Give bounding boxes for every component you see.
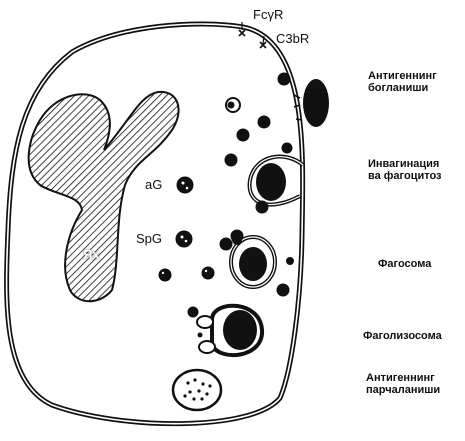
stage-invagination-line2: ва фагоцитоз [368, 170, 442, 182]
invagination-phagocytosis [250, 157, 303, 205]
fc-receptor-label: FcγR [253, 8, 283, 23]
stage-antigen-degradation-line1: Антигеннинг [366, 372, 440, 384]
spg-granule-label: SpG [136, 232, 162, 247]
nucleus-label: Ях [83, 248, 100, 263]
fc-receptor-mark [239, 30, 245, 36]
stage-phagolysosome: Фаголизосома [363, 330, 442, 342]
c3b-receptor-label: C3bR [276, 32, 309, 47]
antigen-degradation [173, 370, 221, 410]
stage-phagosome: Фагосома [378, 258, 431, 270]
stage-antigen-degradation: Антигеннинг парчаланиши [366, 372, 440, 397]
cell-membrane [7, 24, 303, 424]
phagosome [231, 235, 294, 287]
granule-highlights [162, 182, 207, 275]
stage-invagination: Инвагинация ва фагоцитоз [368, 158, 442, 183]
stage-invagination-line1: Инвагинация [368, 158, 442, 170]
stage-phagolysosome-line1: Фаголизосома [363, 330, 442, 342]
stage-antigen-degradation-line2: парчаланиши [366, 384, 440, 396]
stage-antigen-binding: Антигеннинг богланиши [368, 70, 437, 95]
stage-phagosome-line1: Фагосома [378, 258, 431, 270]
nucleus [29, 92, 179, 301]
ag-granule-label: aG [145, 178, 162, 193]
stage-antigen-binding-line2: богланиши [368, 82, 437, 94]
phagolysosome [197, 306, 262, 355]
stage-antigen-binding-line1: Антигеннинг [368, 70, 437, 82]
